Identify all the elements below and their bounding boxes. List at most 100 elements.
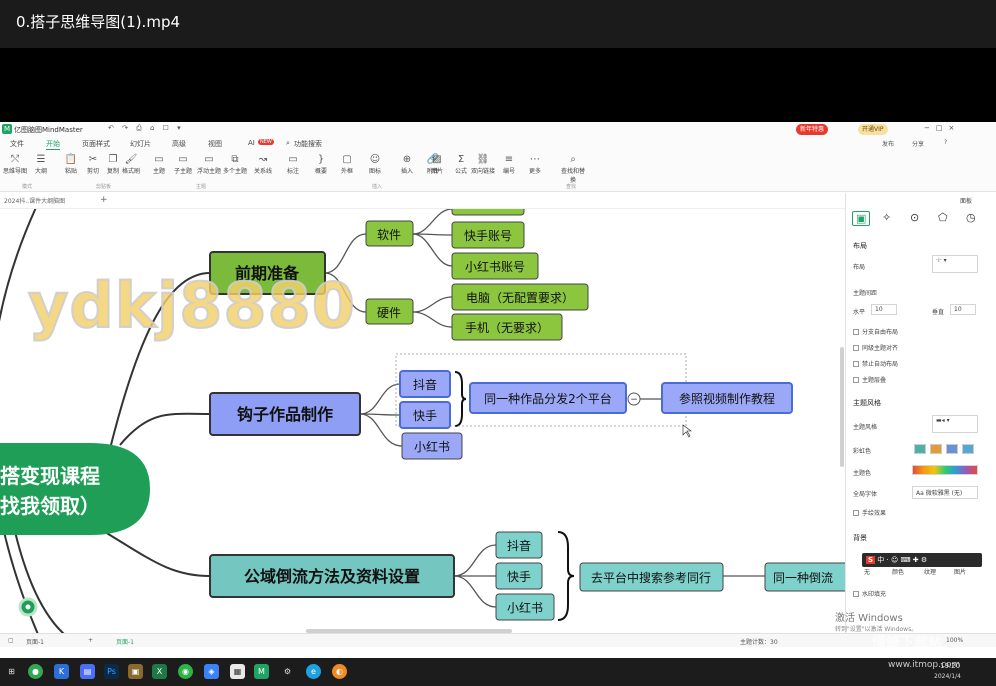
- tool-7[interactable]: ▭子主题: [170, 154, 196, 175]
- watermark-fill-option[interactable]: 水印填充: [853, 589, 886, 598]
- tool-15[interactable]: ⊕插入: [394, 154, 420, 175]
- document-tab[interactable]: 2024抖..课件大纲脑图: [4, 198, 66, 205]
- hand-drawn-option[interactable]: 手绘效果: [853, 508, 886, 517]
- tool-4[interactable]: ❐复制: [100, 154, 126, 175]
- ime-toolbar[interactable]: S 中 · ☺ ⌨ ✚ ⚙: [862, 553, 982, 567]
- tool-9[interactable]: ⧉多个主题: [222, 154, 248, 175]
- style-select[interactable]: ▬◂ ▾: [932, 415, 978, 433]
- app-icon-brown[interactable]: ▣: [128, 664, 143, 679]
- tool-14[interactable]: ☺图标: [362, 154, 388, 175]
- page-tab[interactable]: 页面-1: [116, 639, 134, 646]
- edge-icon[interactable]: e: [306, 664, 321, 679]
- layout-panel-icon[interactable]: ▣: [852, 211, 871, 226]
- collapse-toggle-icon[interactable]: [627, 392, 641, 406]
- theme-panel-icon[interactable]: ⬠: [938, 211, 948, 224]
- settings-icon[interactable]: ⚙: [283, 667, 292, 676]
- node-b2-douyin-label[interactable]: 抖音: [413, 377, 437, 392]
- tab-page-style[interactable]: 页面样式: [82, 140, 110, 148]
- tool-2[interactable]: 📋粘贴: [58, 154, 84, 175]
- help-button[interactable]: ?: [944, 139, 948, 146]
- tool-21[interactable]: ⋯更多: [522, 154, 548, 175]
- node-b2-strategy-label[interactable]: 同一种作品分发2个平台: [484, 391, 612, 406]
- bg-none[interactable]: 无: [864, 569, 871, 576]
- node-xhs-account-label[interactable]: 小红书账号: [465, 259, 525, 274]
- node-b2-next-label[interactable]: 参照视频制作教程: [679, 391, 775, 406]
- tool-5[interactable]: 🖌格式刷: [118, 154, 144, 175]
- share-button[interactable]: 分享: [912, 141, 925, 148]
- node-traffic-label[interactable]: 公域倒流方法及资料设置: [244, 567, 420, 586]
- bg-color[interactable]: 颜色: [892, 569, 905, 576]
- history-panel-icon[interactable]: ◷: [966, 211, 976, 224]
- color-swatch-3[interactable]: [946, 444, 958, 454]
- node-b2-xhs-label[interactable]: 小红书: [414, 439, 450, 454]
- add-page-button[interactable]: +: [88, 637, 94, 644]
- node-phone-label[interactable]: 手机（无要求）: [465, 321, 549, 335]
- clock-time[interactable]: 19:20: [940, 662, 961, 670]
- color-swatch-1[interactable]: [914, 444, 926, 454]
- tool-10[interactable]: ↝关系线: [250, 154, 276, 175]
- style-panel-icon[interactable]: ✧: [882, 211, 892, 224]
- tool-11[interactable]: ▭标注: [280, 154, 306, 175]
- excel-icon[interactable]: X: [152, 664, 167, 679]
- app-icon-green[interactable]: ●: [28, 664, 43, 679]
- tool-8[interactable]: ▭浮动主题: [196, 154, 222, 175]
- tool-0[interactable]: ⤲思维导图: [2, 154, 28, 175]
- node-b3-douyin-label[interactable]: 抖音: [507, 538, 531, 553]
- vip-button[interactable]: 开通VIP: [858, 124, 888, 135]
- tool-16[interactable]: 🔗附件: [420, 154, 446, 175]
- node-b3-xhs-label[interactable]: 小红书: [507, 600, 543, 615]
- node-kuaishou-account-label[interactable]: 快手账号: [464, 229, 512, 243]
- wechat-icon[interactable]: ◉: [178, 664, 193, 679]
- app-icon-blue[interactable]: ◈: [204, 664, 219, 679]
- maximize-button[interactable]: □: [935, 124, 949, 132]
- tab-ai[interactable]: AI: [248, 139, 255, 147]
- node-b3-next-label[interactable]: 同一种倒流: [773, 571, 833, 585]
- app-icon-orange[interactable]: ◐: [332, 664, 347, 679]
- feature-search[interactable]: 功能搜索: [294, 140, 322, 148]
- tool-6[interactable]: ▭主题: [146, 154, 172, 175]
- tool-3[interactable]: ✂剪切: [80, 154, 106, 175]
- node-hook-production-label[interactable]: 钩子作品制作: [237, 405, 333, 424]
- app-icon-doc[interactable]: ▦: [230, 664, 245, 679]
- bg-texture[interactable]: 纹理: [924, 569, 937, 576]
- page-select[interactable]: 页面-1: [26, 639, 44, 646]
- node-b3-kuaishou-label[interactable]: 快手: [507, 570, 531, 584]
- tab-home[interactable]: 开始: [46, 140, 60, 150]
- option-overlap[interactable]: 主题层叠: [853, 375, 886, 384]
- mindmaster-taskbar-icon[interactable]: M: [254, 664, 269, 679]
- node-computer-label[interactable]: 电脑（无配置要求）: [466, 291, 574, 305]
- color-swatch-2[interactable]: [930, 444, 942, 454]
- node-hardware-label[interactable]: 硬件: [377, 306, 401, 320]
- bg-image[interactable]: 图片: [954, 569, 967, 576]
- publish-button[interactable]: 发布: [882, 141, 895, 148]
- horizontal-scrollbar[interactable]: [306, 629, 512, 633]
- theme-color-select[interactable]: [912, 465, 978, 475]
- node-software-label[interactable]: 软件: [377, 228, 401, 242]
- search-icon[interactable]: ⌕: [286, 139, 290, 147]
- node-b3-strategy-label[interactable]: 去平台中搜索参考同行: [591, 570, 711, 585]
- panel-toggle-button[interactable]: 面板: [960, 198, 973, 205]
- layout-select[interactable]: ·⁞· ▾: [932, 255, 978, 273]
- close-button[interactable]: ×: [948, 124, 961, 132]
- tool-12[interactable]: }概要: [308, 154, 334, 175]
- app-icon-k[interactable]: K: [54, 664, 69, 679]
- tool-1[interactable]: ☰大纲: [28, 154, 54, 175]
- option-free-layout[interactable]: 分支自由布局: [853, 327, 898, 336]
- tool-19[interactable]: ⛓双向链接: [470, 154, 496, 175]
- tool-13[interactable]: ▢外框: [334, 154, 360, 175]
- tab-file[interactable]: 文件: [10, 140, 24, 148]
- promo-button[interactable]: 新年特惠: [796, 124, 829, 135]
- option-align[interactable]: 同级主题对齐: [853, 343, 898, 352]
- clock-date[interactable]: 2024/1/4: [934, 673, 961, 680]
- tool-17[interactable]: ▨图片: [424, 154, 450, 175]
- node-preparation-label[interactable]: 前期准备: [235, 264, 300, 283]
- option-no-auto[interactable]: 禁止自动布局: [853, 359, 898, 368]
- mindmap-canvas[interactable]: 搭变现课程 找我领取） 前期准备 软件 硬件 快手账号 小红书账号 电脑（无配置…: [0, 209, 845, 633]
- new-tab-button[interactable]: +: [100, 195, 108, 205]
- location-panel-icon[interactable]: ⊙: [910, 211, 920, 224]
- v-spacing-input[interactable]: 10: [950, 304, 976, 315]
- tool-22[interactable]: ⌕查找和替换: [560, 154, 586, 184]
- node-b2-kuaishou-label[interactable]: 快手: [413, 409, 437, 423]
- tab-slides[interactable]: 幻灯片: [130, 140, 151, 148]
